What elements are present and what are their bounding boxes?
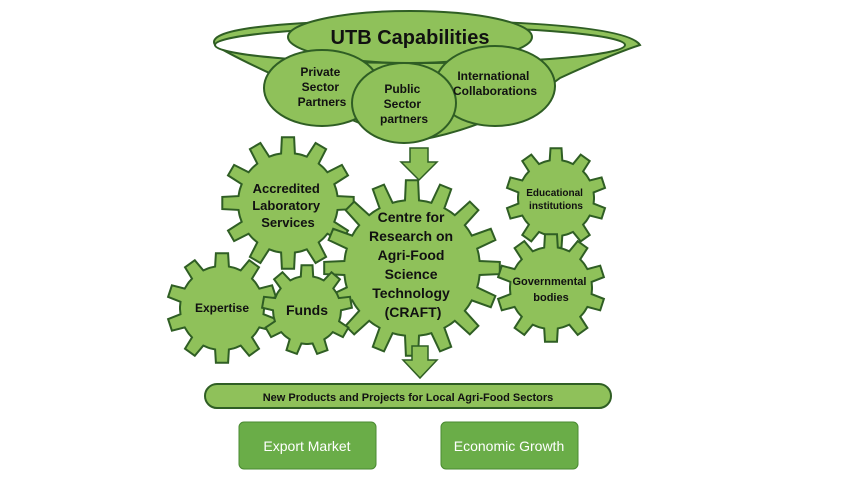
private-partners-label: Private Sector Partners [298, 65, 347, 109]
craft-centre-label: Centre for Research on Agri-Food Science… [369, 209, 457, 320]
arrow-down-icon [399, 147, 439, 182]
expertise-label: Expertise [195, 301, 249, 315]
gear-funds [260, 264, 354, 356]
gear-expertise [166, 252, 278, 364]
gear-education [505, 147, 607, 249]
export-market-box [238, 421, 377, 470]
lab-services-label: Accredited Laboratory Services [252, 181, 324, 230]
gear-government [496, 233, 606, 343]
export-market-label: Export Market [263, 438, 350, 454]
gear-lab [221, 136, 355, 270]
government-label: Governmental bodies [512, 276, 589, 304]
economic-growth-label: Economic Growth [454, 438, 564, 454]
outcomes-bar-label: New Products and Projects for Local Agri… [263, 392, 554, 404]
international-collab-label: International Collaborations [453, 69, 537, 98]
public-partners-label: Public Sector partners [380, 82, 428, 126]
economic-growth-box [440, 421, 579, 470]
public-partners-circle [351, 62, 457, 144]
arrow-down-icon [401, 345, 439, 380]
education-label: Educational institutions [526, 188, 585, 212]
page-title: UTB Capabilities [331, 27, 490, 49]
funds-label: Funds [286, 302, 328, 318]
outcomes-bar [204, 383, 612, 409]
gear-centre [323, 179, 501, 357]
